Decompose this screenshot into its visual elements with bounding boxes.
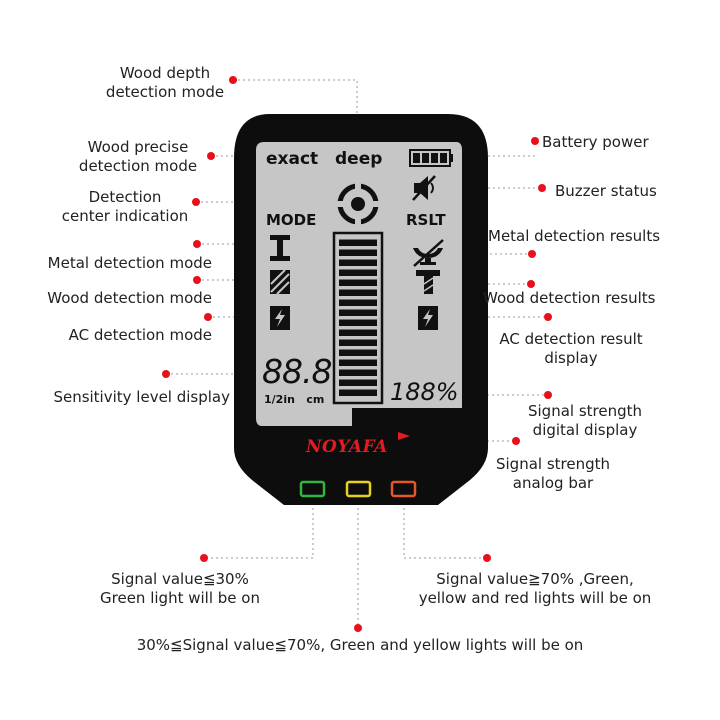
- label-signal-high: Signal value≧70% ,Green,yellow and red l…: [418, 570, 652, 607]
- metal-mode-icon: [270, 235, 290, 261]
- wood-result-icon: [416, 270, 440, 294]
- signal-bar-segment: [339, 289, 377, 296]
- lcd-sensitivity-digits: 88.8: [262, 352, 332, 391]
- label-sensitivity: Sensitivity level display: [53, 388, 230, 406]
- signal-bar-segment: [339, 299, 377, 306]
- lcd-exact: exact: [266, 149, 319, 169]
- signal-bar-segment: [339, 239, 377, 246]
- label-signal-low: Signal value≦30%Green light will be on: [100, 570, 260, 607]
- signal-bar-segment: [339, 329, 377, 336]
- battery-icon: [409, 149, 453, 167]
- brand-logo: NOYAFA: [306, 437, 388, 457]
- lcd-deep: deep: [335, 149, 383, 169]
- lcd-signal-percent: 188%: [390, 378, 459, 406]
- signal-bar-segment: [339, 359, 377, 366]
- label-signal-mid: 30%≦Signal value≦70%, Green and yellow l…: [136, 636, 584, 654]
- brand-mark: [398, 432, 410, 440]
- signal-bar-segment: [339, 369, 377, 376]
- metal-result-icon: [413, 239, 444, 267]
- signal-bar-segment: [339, 389, 377, 396]
- ac-result-icon: [418, 306, 438, 330]
- signal-bar-segment: [339, 349, 377, 356]
- label-ac-mode: AC detection mode: [68, 326, 212, 344]
- signal-bar-segment: [339, 259, 377, 266]
- signal-bar-segment: [339, 279, 377, 286]
- signal-bar-segment: [339, 319, 377, 326]
- lcd-rslt: RSLT: [406, 211, 446, 229]
- leader-dots: [162, 76, 552, 632]
- signal-bar-segment: [339, 269, 377, 276]
- label-battery: Battery power: [542, 133, 649, 151]
- led-yellow: [345, 480, 372, 498]
- signal-bar-segment: [339, 249, 377, 256]
- signal-bar-segment: [339, 309, 377, 316]
- label-buzzer: Buzzer status: [555, 182, 657, 200]
- led-red: [390, 480, 417, 498]
- label-metal-mode: Metal detection mode: [47, 254, 212, 272]
- led-green: [299, 480, 326, 498]
- signal-bar-segment: [339, 339, 377, 346]
- signal-analog-bar: [332, 231, 384, 405]
- signal-bar-segment: [339, 379, 377, 386]
- label-wood-mode: Wood detection mode: [47, 289, 212, 307]
- lcd-mode: MODE: [266, 211, 317, 229]
- wood-mode-icon: [270, 269, 290, 295]
- lcd-unit: 1/2in cm: [264, 393, 325, 406]
- ac-mode-icon: [270, 306, 290, 330]
- buzzer-mute-icon: [412, 175, 436, 201]
- label-metal-results: Metal detection results: [488, 227, 661, 245]
- target-icon: [337, 183, 379, 225]
- label-wood-results: Wood detection results: [483, 289, 656, 307]
